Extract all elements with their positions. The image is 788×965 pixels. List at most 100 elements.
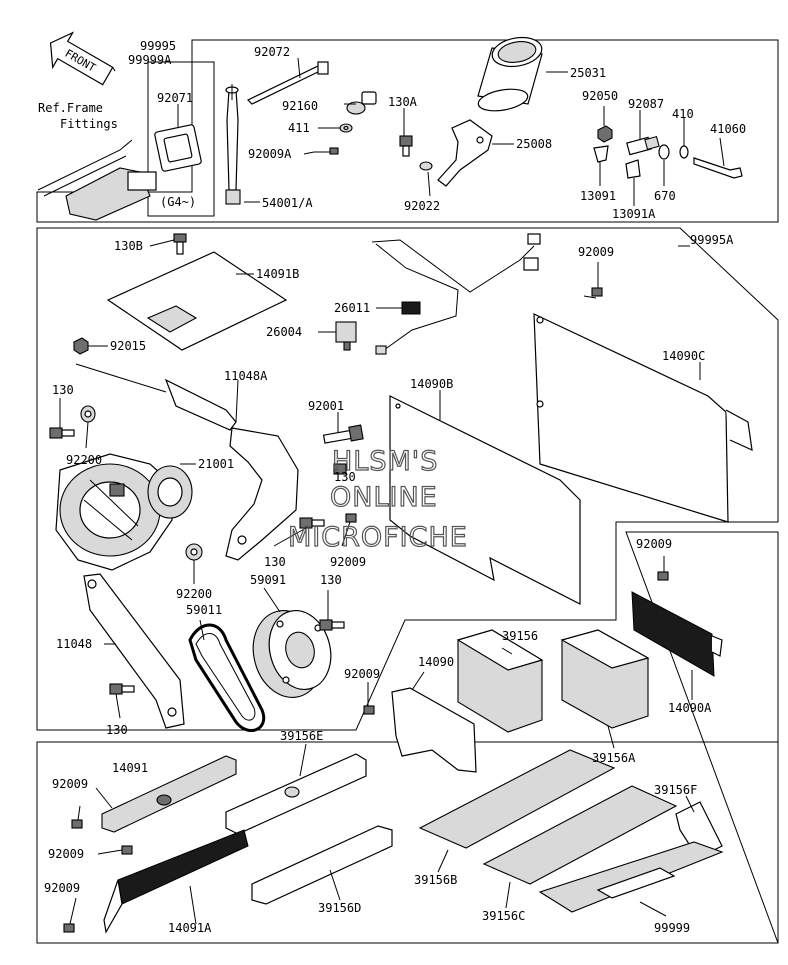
top-kit-outline: [36, 39, 779, 223]
part-92009-screw-b2: [121, 845, 133, 855]
watermark-line-1: HLSM'S: [332, 446, 438, 477]
part-130-bolt-a: [49, 427, 75, 439]
label-14090: 14090: [418, 655, 454, 669]
label-39156A: 39156A: [592, 751, 636, 765]
wire-harness: [371, 233, 541, 355]
part-39156D-foam: [251, 825, 393, 905]
part-92200-washer-a: [80, 405, 96, 423]
part-92071-gasket: [154, 124, 202, 172]
part-59011-belt: [188, 623, 266, 732]
part-92009-screw-upper: [583, 287, 603, 299]
part-411-washer: [339, 123, 353, 133]
label-13091: 13091: [580, 189, 616, 203]
part-130B-bolt: [173, 233, 187, 255]
watermark-line-3: MICROFICHE: [288, 522, 468, 553]
part-13091-bracket: [593, 145, 609, 163]
part-92009-screw-right: [657, 571, 669, 581]
label-92009-b1: 92009: [52, 777, 88, 791]
group-outlines: [36, 39, 779, 944]
part-92009-screw-mid: [345, 513, 357, 523]
part-92022-washer: [419, 161, 433, 171]
part-39156C-mat: [482, 785, 678, 885]
label-92001: 92001: [308, 399, 344, 413]
label-92009A: 92009A: [248, 147, 292, 161]
label-14091: 14091: [112, 761, 148, 775]
label-92009-mid: 92009: [330, 555, 366, 569]
label-130-a: 130: [52, 383, 74, 397]
label-39156B: 39156B: [414, 873, 457, 887]
label-54001: 54001/A: [262, 196, 313, 210]
label-25031: 25031: [570, 66, 606, 80]
label-92022: 92022: [404, 199, 440, 213]
watermark-line-2: ONLINE: [330, 482, 438, 513]
part-92015-nut: [73, 337, 89, 355]
label-92009-b3: 92009: [44, 881, 80, 895]
part-13091A-bracket: [625, 159, 641, 179]
label-59011: 59011: [186, 603, 222, 617]
part-99995A-panel: [533, 313, 753, 523]
part-92009A-screw: [314, 147, 339, 155]
part-39156A-pad: [560, 629, 650, 729]
label-59091: 59091: [250, 573, 286, 587]
label-13091A: 13091A: [612, 207, 656, 221]
inset-box: [147, 61, 215, 217]
part-14090A-plate: [631, 591, 723, 677]
label-92072: 92072: [254, 45, 290, 59]
part-92160-grommet: [346, 91, 377, 115]
part-92001-bolt: [322, 424, 364, 444]
label-92009-b2: 92009: [48, 847, 84, 861]
part-25031-tachometer: [477, 36, 543, 112]
part-130-bolt-e: [109, 683, 135, 695]
label-25008: 25008: [516, 137, 552, 151]
leader-lines: [59, 40, 725, 925]
label-41060: 41060: [710, 122, 746, 136]
label-99999: 99999: [654, 921, 690, 935]
label-92071: 92071: [157, 91, 193, 105]
label-39156F: 39156F: [654, 783, 697, 797]
label-39156E: 39156E: [280, 729, 323, 743]
label-inset-note: (G4~): [160, 195, 196, 209]
part-410-oring: [679, 145, 689, 159]
part-41060-shaft: [693, 157, 743, 179]
ref-frame-label-1: Ref.Frame: [38, 101, 103, 115]
part-39156-pad: [456, 629, 544, 733]
label-92087: 92087: [628, 97, 664, 111]
label-130B: 130B: [114, 239, 143, 253]
part-11048A-bracket: [164, 378, 299, 561]
part-14091B-plate: [106, 251, 288, 351]
label-kit-99999A: 99999A: [128, 53, 172, 67]
label-26004: 26004: [266, 325, 302, 339]
part-92072-strap: [246, 61, 329, 105]
part-11048-bracket: [83, 573, 185, 729]
label-130-d: 130: [320, 573, 342, 587]
label-39156D: 39156D: [318, 901, 361, 915]
ref-frame-label-2: Fittings: [60, 117, 118, 131]
part-130-bolt-d: [319, 619, 345, 631]
label-92009-upper: 92009: [578, 245, 614, 259]
label-130-c: 130: [334, 470, 356, 484]
label-411: 411: [288, 121, 310, 135]
label-92160: 92160: [282, 99, 318, 113]
label-26011: 26011: [334, 301, 370, 315]
part-14091A-cover: [103, 829, 249, 934]
label-39156C: 39156C: [482, 909, 525, 923]
label-130A: 130A: [388, 95, 418, 109]
part-92009-screw-b1: [71, 819, 83, 829]
label-92200-a: 92200: [66, 453, 102, 467]
part-26004-relay: [335, 321, 357, 351]
middle-kit-outline: [36, 227, 779, 731]
label-21001: 21001: [198, 457, 234, 471]
part-99999-mat: [538, 841, 724, 913]
part-92200-washer-b: [185, 543, 203, 561]
label-92009-right: 92009: [636, 537, 672, 551]
label-92015: 92015: [110, 339, 146, 353]
part-39156E-foam: [225, 753, 367, 835]
part-92050-nut: [597, 125, 613, 143]
label-39156: 39156: [502, 629, 538, 643]
label-14090C: 14090C: [662, 349, 705, 363]
part-92087-sensor: [626, 135, 660, 156]
label-kit-99995: 99995: [140, 39, 176, 53]
watermark: HLSM'S ONLINE MICROFICHE: [287, 445, 468, 553]
label-14091A: 14091A: [168, 921, 212, 935]
frame-fitting: [37, 139, 157, 221]
